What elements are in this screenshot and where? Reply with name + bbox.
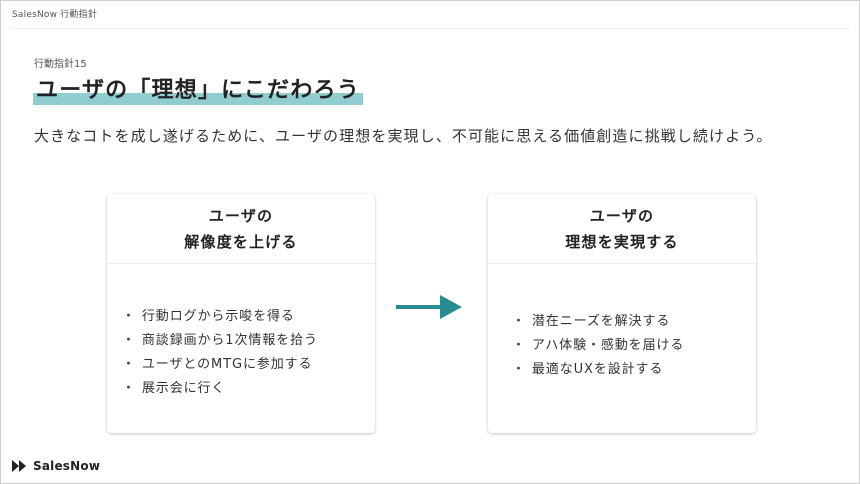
bullet: ・ <box>512 361 526 377</box>
bullet: ・ <box>512 337 526 353</box>
list-item-text: 潜在ニーズを解決する <box>531 313 671 329</box>
list-item: ・潜在ニーズを解決する <box>512 310 684 334</box>
card-header: ユーザの 解像度を上げる <box>107 194 375 264</box>
card-title-line2: 理想を実現する <box>565 232 679 251</box>
list-item: ・商談録画から1次情報を拾う <box>122 329 318 353</box>
card-improve-resolution: ユーザの 解像度を上げる ・行動ログから示唆を得る ・商談録画から1次情報を拾う… <box>107 194 375 433</box>
salesnow-logo-icon <box>12 460 26 472</box>
list-item: ・展示会に行く <box>122 377 318 401</box>
list-item: ・ユーザとのMTGに参加する <box>122 353 318 377</box>
bullet: ・ <box>122 380 136 396</box>
list-item: ・行動ログから示唆を得る <box>122 305 318 329</box>
list-item-text: アハ体験・感動を届ける <box>531 337 685 353</box>
heading-block: ユーザの「理想」にこだわろう <box>33 72 363 105</box>
card-realize-ideal: ユーザの 理想を実現する ・潜在ニーズを解決する ・アハ体験・感動を届ける ・最… <box>488 194 756 433</box>
card-title-line1: ユーザの <box>208 206 274 225</box>
right-arrow-icon <box>396 295 462 319</box>
heading-highlight <box>33 93 363 105</box>
card-header: ユーザの 理想を実現する <box>488 194 756 264</box>
section-label: 行動指針15 <box>34 59 87 70</box>
lead-paragraph: 大きなコトを成し遂げるために、ユーザの理想を実現し、不可能に思える価値創造に挑戦… <box>34 127 773 145</box>
list-item-text: 行動ログから示唆を得る <box>141 308 295 324</box>
list-item-text: 商談録画から1次情報を拾う <box>141 332 318 348</box>
list-item: ・アハ体験・感動を届ける <box>512 334 684 358</box>
card-body: ・行動ログから示唆を得る ・商談録画から1次情報を拾う ・ユーザとのMTGに参加… <box>107 264 375 433</box>
list-item-text: 最適なUXを設計する <box>531 361 664 377</box>
card-list: ・行動ログから示唆を得る ・商談録画から1次情報を拾う ・ユーザとのMTGに参加… <box>107 305 318 401</box>
card-list: ・潜在ニーズを解決する ・アハ体験・感動を届ける ・最適なUXを設計する <box>488 310 684 382</box>
list-item-text: 展示会に行く <box>141 380 226 396</box>
page-title: ユーザの「理想」にこだわろう <box>36 78 360 103</box>
bullet: ・ <box>122 332 136 348</box>
header-title: SalesNow 行動指針 <box>12 10 98 20</box>
list-item-text: ユーザとのMTGに参加する <box>141 356 313 372</box>
list-item: ・最適なUXを設計する <box>512 358 684 382</box>
footer-logo: SalesNow <box>12 459 100 473</box>
bullet: ・ <box>512 313 526 329</box>
header-divider <box>10 28 850 29</box>
card-title-line1: ユーザの <box>589 206 655 225</box>
bullet: ・ <box>122 356 136 372</box>
card-title-line2: 解像度を上げる <box>184 232 298 251</box>
card-body: ・潜在ニーズを解決する ・アハ体験・感動を届ける ・最適なUXを設計する <box>488 264 756 433</box>
brand-name: SalesNow <box>33 459 101 473</box>
bullet: ・ <box>122 308 136 324</box>
